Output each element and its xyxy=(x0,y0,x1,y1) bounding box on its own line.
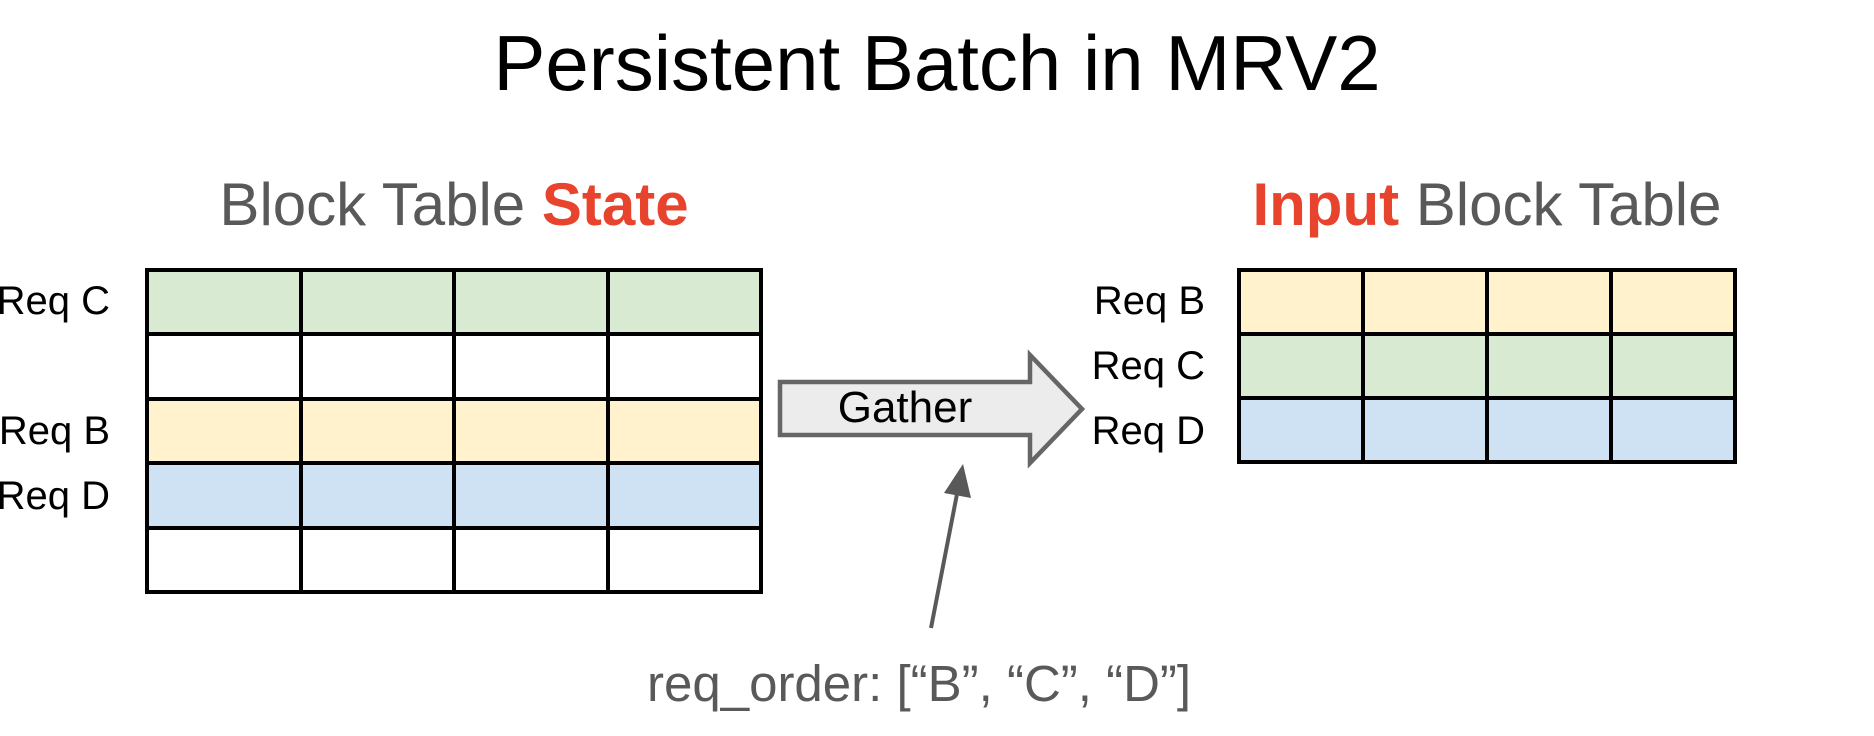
block-cell-req-c xyxy=(609,272,759,333)
block-cell-req-c xyxy=(1613,336,1733,396)
block-cell-empty-row1 xyxy=(149,336,299,397)
block-cell-req-d xyxy=(456,465,606,526)
slide-title: Persistent Batch in MRV2 xyxy=(493,19,1381,107)
state-table-title-emphasis: State xyxy=(541,171,689,238)
block-cell-empty-row1 xyxy=(302,336,452,397)
block-cell-req-d xyxy=(1365,400,1485,460)
block-cell-empty-row1 xyxy=(609,336,759,397)
row-label-req-b: Req B xyxy=(1093,278,1205,323)
block-cell-req-c xyxy=(1241,336,1361,396)
state-table-title: Block Table State xyxy=(145,175,763,235)
state-block-table xyxy=(145,268,763,594)
block-cell-empty-row1 xyxy=(456,336,606,397)
row-label-req-c: Req C xyxy=(1091,344,1205,388)
input-table-row-labels: Req B Req C Req D xyxy=(980,268,1205,464)
input-block-table xyxy=(1237,268,1737,464)
input-table-title: Input Block Table xyxy=(1237,175,1737,235)
req-order-annotation: req_order: [“B”, “C”, “D”] xyxy=(647,655,1192,712)
block-cell-req-b xyxy=(1489,272,1609,332)
block-cell-req-d xyxy=(149,465,299,526)
block-cell-req-b xyxy=(1365,272,1485,332)
block-cell-req-b xyxy=(609,400,759,462)
block-cell-req-b xyxy=(1241,272,1361,332)
block-cell-req-d xyxy=(1613,400,1733,460)
block-cell-empty-row4 xyxy=(302,529,452,590)
block-cell-req-c xyxy=(302,272,452,333)
state-table-row-labels: Req C Req B Req D xyxy=(0,268,110,594)
block-cell-empty-row4 xyxy=(609,529,759,590)
block-cell-req-b xyxy=(149,400,299,462)
block-cell-req-b xyxy=(1613,272,1733,332)
annotation-arrow-line xyxy=(929,493,959,629)
input-table-title-emphasis: Input xyxy=(1252,171,1400,238)
row-label-req-d: Req D xyxy=(1091,409,1205,454)
block-cell-req-d xyxy=(1241,400,1361,460)
block-cell-req-b xyxy=(456,400,606,462)
row-label-req-c: Req C xyxy=(0,278,110,323)
gather-arrow-label: Gather xyxy=(837,382,973,432)
block-cell-req-d xyxy=(1489,400,1609,460)
state-table-title-prefix: Block Table xyxy=(219,171,542,238)
block-cell-empty-row4 xyxy=(456,529,606,590)
block-cell-req-d xyxy=(302,465,452,526)
row-label-req-b: Req B xyxy=(0,409,110,453)
block-cell-req-b xyxy=(302,400,452,462)
block-cell-req-c xyxy=(149,272,299,333)
block-cell-req-c xyxy=(1489,336,1609,396)
row-label-req-d: Req D xyxy=(0,474,110,519)
block-cell-req-c xyxy=(1365,336,1485,396)
annotation-arrow-head-icon xyxy=(944,464,971,498)
input-table-title-suffix: Block Table xyxy=(1399,171,1722,238)
block-cell-req-c xyxy=(456,272,606,333)
block-cell-req-d xyxy=(609,465,759,526)
block-cell-empty-row4 xyxy=(149,529,299,590)
